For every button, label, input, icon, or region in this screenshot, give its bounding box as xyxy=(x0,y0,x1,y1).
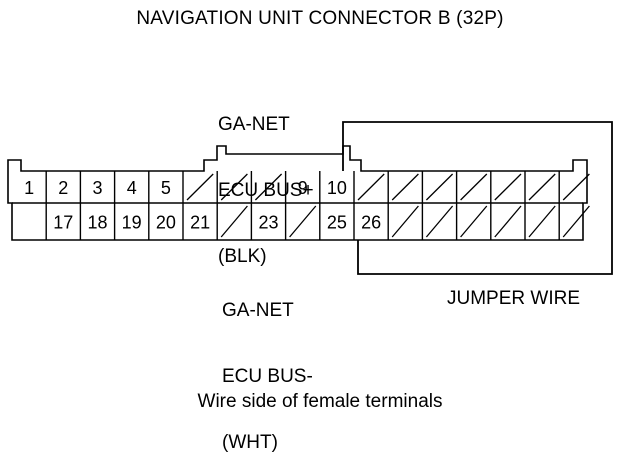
unused-cavity-slash xyxy=(289,205,317,238)
terminal-9: 9 xyxy=(298,178,308,198)
unused-cavity-slash xyxy=(357,173,385,201)
bus-plus-line-3: (BLK) xyxy=(218,246,267,267)
bus-minus-line-3: (WHT) xyxy=(222,432,278,453)
caption: Wire side of female terminals xyxy=(197,391,443,412)
terminal-1: 1 xyxy=(24,178,34,198)
unused-cavity-slash xyxy=(220,205,248,238)
jumper-wire xyxy=(342,121,613,275)
terminal-2: 2 xyxy=(58,178,68,198)
terminal-18: 18 xyxy=(87,213,107,233)
unused-cavity-slash xyxy=(425,205,454,238)
terminal-21: 21 xyxy=(190,213,210,233)
unused-cavity-slash xyxy=(528,205,556,238)
bus-minus-line-1: GA-NET xyxy=(222,300,294,321)
connector-title: NAVIGATION UNIT CONNECTOR B (32P) xyxy=(136,8,504,29)
bus-plus-line-1: GA-NET xyxy=(218,114,290,135)
connector-outline xyxy=(7,145,588,241)
unused-cavity-slash xyxy=(391,173,419,201)
bus-plus-line-2: ECU BUS+ xyxy=(218,180,314,201)
terminal-26: 26 xyxy=(361,213,381,233)
terminal-3: 3 xyxy=(92,178,102,198)
terminal-19: 19 xyxy=(122,213,142,233)
unused-cavity-slash xyxy=(460,205,488,238)
unused-cavity-slash xyxy=(186,173,214,201)
unused-cavity-slash xyxy=(254,173,283,201)
unused-cavity-slash xyxy=(528,173,556,201)
terminal-23: 23 xyxy=(258,213,278,233)
terminal-4: 4 xyxy=(127,178,137,198)
unused-cavity-slash xyxy=(494,173,522,201)
unused-cavity-slash xyxy=(562,205,590,238)
terminal-17: 17 xyxy=(53,213,73,233)
ga-net-bus-plus-label: GA-NET ECU BUS+ (BLK) xyxy=(218,70,314,290)
bus-minus-line-2: ECU BUS- xyxy=(222,366,313,387)
unused-cavity-slash xyxy=(391,205,419,238)
unused-cavity-slash xyxy=(220,173,248,201)
jumper-wire-label: JUMPER WIRE xyxy=(447,288,580,309)
terminal-25: 25 xyxy=(327,213,347,233)
terminal-5: 5 xyxy=(161,178,171,198)
terminal-10: 10 xyxy=(327,178,347,198)
unused-cavity-slash xyxy=(494,205,522,238)
unused-cavity-slash xyxy=(562,173,590,201)
unused-cavity-slash xyxy=(425,173,454,201)
terminal-20: 20 xyxy=(156,213,176,233)
unused-cavity-slash xyxy=(460,173,488,201)
